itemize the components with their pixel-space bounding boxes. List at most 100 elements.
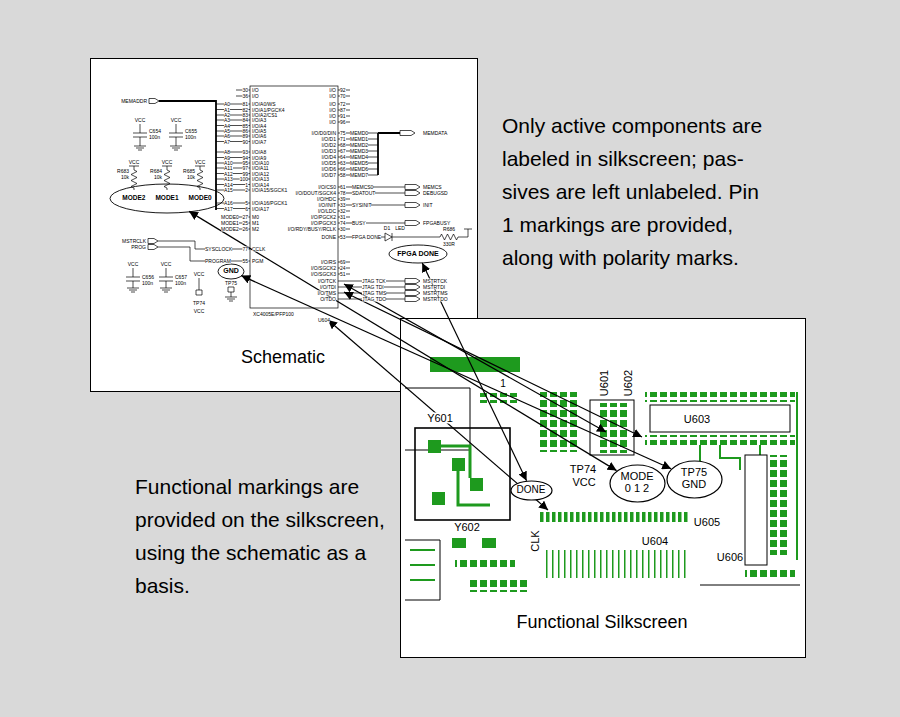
value-label: 100n <box>175 281 186 286</box>
pin-name: I/O <box>329 108 336 113</box>
net-label: MEMD4 <box>350 155 368 160</box>
part-outline <box>745 455 767 565</box>
pin-number: 27 <box>242 215 248 220</box>
net-label: MEMD1 <box>350 137 368 142</box>
trace <box>410 550 435 580</box>
pin-name: I/O/CS0 <box>318 185 336 190</box>
silkscreen-ellipse: DONE <box>510 480 553 501</box>
pin-number: 81 <box>242 102 248 107</box>
net-label: MEMD2 <box>350 143 368 148</box>
pin-number: 36 <box>242 94 248 99</box>
schematic-lines <box>126 86 472 308</box>
pin-name: I/O/RS <box>321 260 336 265</box>
port-label: MSTRTDI <box>423 285 445 290</box>
net-label: SYSINIT <box>352 203 371 208</box>
net-label: MEMD0 <box>350 131 368 136</box>
pad <box>428 440 441 453</box>
net-label: MODE2 <box>221 227 239 232</box>
pin-number: 26 <box>242 227 248 232</box>
pin-number: 5 <box>245 201 248 206</box>
pin-number: 51 <box>340 272 346 277</box>
pad <box>452 538 466 548</box>
pin-name: I/O/PGCK3 <box>311 221 336 226</box>
pin-number: 24 <box>340 266 346 271</box>
callout-text: MODE1 <box>155 195 178 202</box>
pin-name: I/O <box>329 94 336 99</box>
power-label: VCC <box>194 272 205 277</box>
panel-caption: Functional Silkscreen <box>516 613 687 631</box>
pad <box>452 458 465 471</box>
net-label: A11 <box>224 166 233 171</box>
net-label: A13 <box>224 177 233 182</box>
port-label: MSTRTDO <box>423 297 448 302</box>
pin-name: I/O/A0/WS <box>252 102 276 107</box>
pad-row <box>645 392 795 402</box>
port-label: MEMDATA <box>423 131 447 136</box>
pin-name: PGM <box>252 259 263 264</box>
part-ref: R686 <box>443 227 455 232</box>
part-ref: D1 <box>384 226 390 231</box>
pin-number: 91 <box>340 114 346 119</box>
silk-ref: U605 <box>694 517 720 528</box>
pin-name: I/O/TCK <box>318 279 336 284</box>
net-label: A8 <box>224 150 230 155</box>
port-symbol <box>148 99 420 302</box>
fpga-symbol <box>250 86 338 308</box>
net-label: SDATOUT <box>352 191 375 196</box>
bus-line <box>159 101 400 210</box>
pin-number: 63 <box>340 161 346 166</box>
pin-name: I/O/HDC <box>317 197 336 202</box>
ellipse-text-group: MODE 0 1 2 <box>619 471 655 494</box>
net-label: JTAG TCK <box>362 279 386 284</box>
pin-number: 32 <box>340 209 346 214</box>
pin-name: I/O/A4 <box>252 123 266 128</box>
net-label: MEMD6 <box>350 167 368 172</box>
silk-ref: U604 <box>642 536 668 547</box>
port-label: INIT <box>423 203 432 208</box>
part-outline <box>650 405 790 432</box>
ellipse-text-group: GND <box>223 267 239 274</box>
net-label: VCC <box>194 309 205 314</box>
net-label: SYSCLOCK <box>205 247 232 252</box>
leader-arrow <box>344 284 606 432</box>
part-outline <box>700 585 800 586</box>
pin-name: I/O/A16/PGCK1 <box>252 201 287 206</box>
net-label: MEMD7 <box>350 173 368 178</box>
power-label: VCC <box>195 160 206 165</box>
ellipse-outline <box>389 245 447 263</box>
pad <box>470 478 483 491</box>
pin-name: I/O/SGCK3 <box>311 272 336 277</box>
pin-name: M0 <box>252 215 259 220</box>
pin-number: 68 <box>340 143 346 148</box>
pad-row <box>470 580 530 592</box>
capacitor-symbol <box>126 268 173 292</box>
power-label: VCC <box>161 262 172 267</box>
pin-name: I/O/PGCK2 <box>311 215 336 220</box>
pin-number: 39 <box>340 197 346 202</box>
callout-ellipse: FPGA DONE <box>388 244 448 264</box>
pin-name: I/O/A14 <box>252 182 269 187</box>
part-ref: C657 <box>175 275 187 280</box>
ellipse-text-group: DONE <box>517 485 546 496</box>
net-label: A1 <box>224 107 230 112</box>
pin-name: I/O/D0/DIN <box>312 131 336 136</box>
pin-number: 87 <box>340 108 346 113</box>
pin-name: I/O/A15/SGCK1 <box>252 188 287 193</box>
pin-name: I/O/DOUT/SGCK4 <box>295 191 336 196</box>
pad-array <box>770 455 790 555</box>
net-label: MODE0 <box>221 215 239 220</box>
silk-ref: U601 <box>599 370 610 396</box>
silk-function: CLK <box>530 530 541 551</box>
pin-number: 84 <box>242 118 248 123</box>
leader-arrow <box>328 320 548 510</box>
trace <box>545 550 690 578</box>
leader-arrow <box>422 263 526 481</box>
pin-name: I/O/TMS <box>317 291 336 296</box>
pin-number: 61 <box>340 185 346 190</box>
part-ref: R683 <box>117 169 129 174</box>
callout-text: TP75 GND <box>676 467 712 490</box>
silk-ref: U602 <box>623 370 634 396</box>
net-label: A4 <box>224 123 230 128</box>
pin-number: 93 <box>242 150 248 155</box>
net-label: JTAG TDI <box>362 285 384 290</box>
